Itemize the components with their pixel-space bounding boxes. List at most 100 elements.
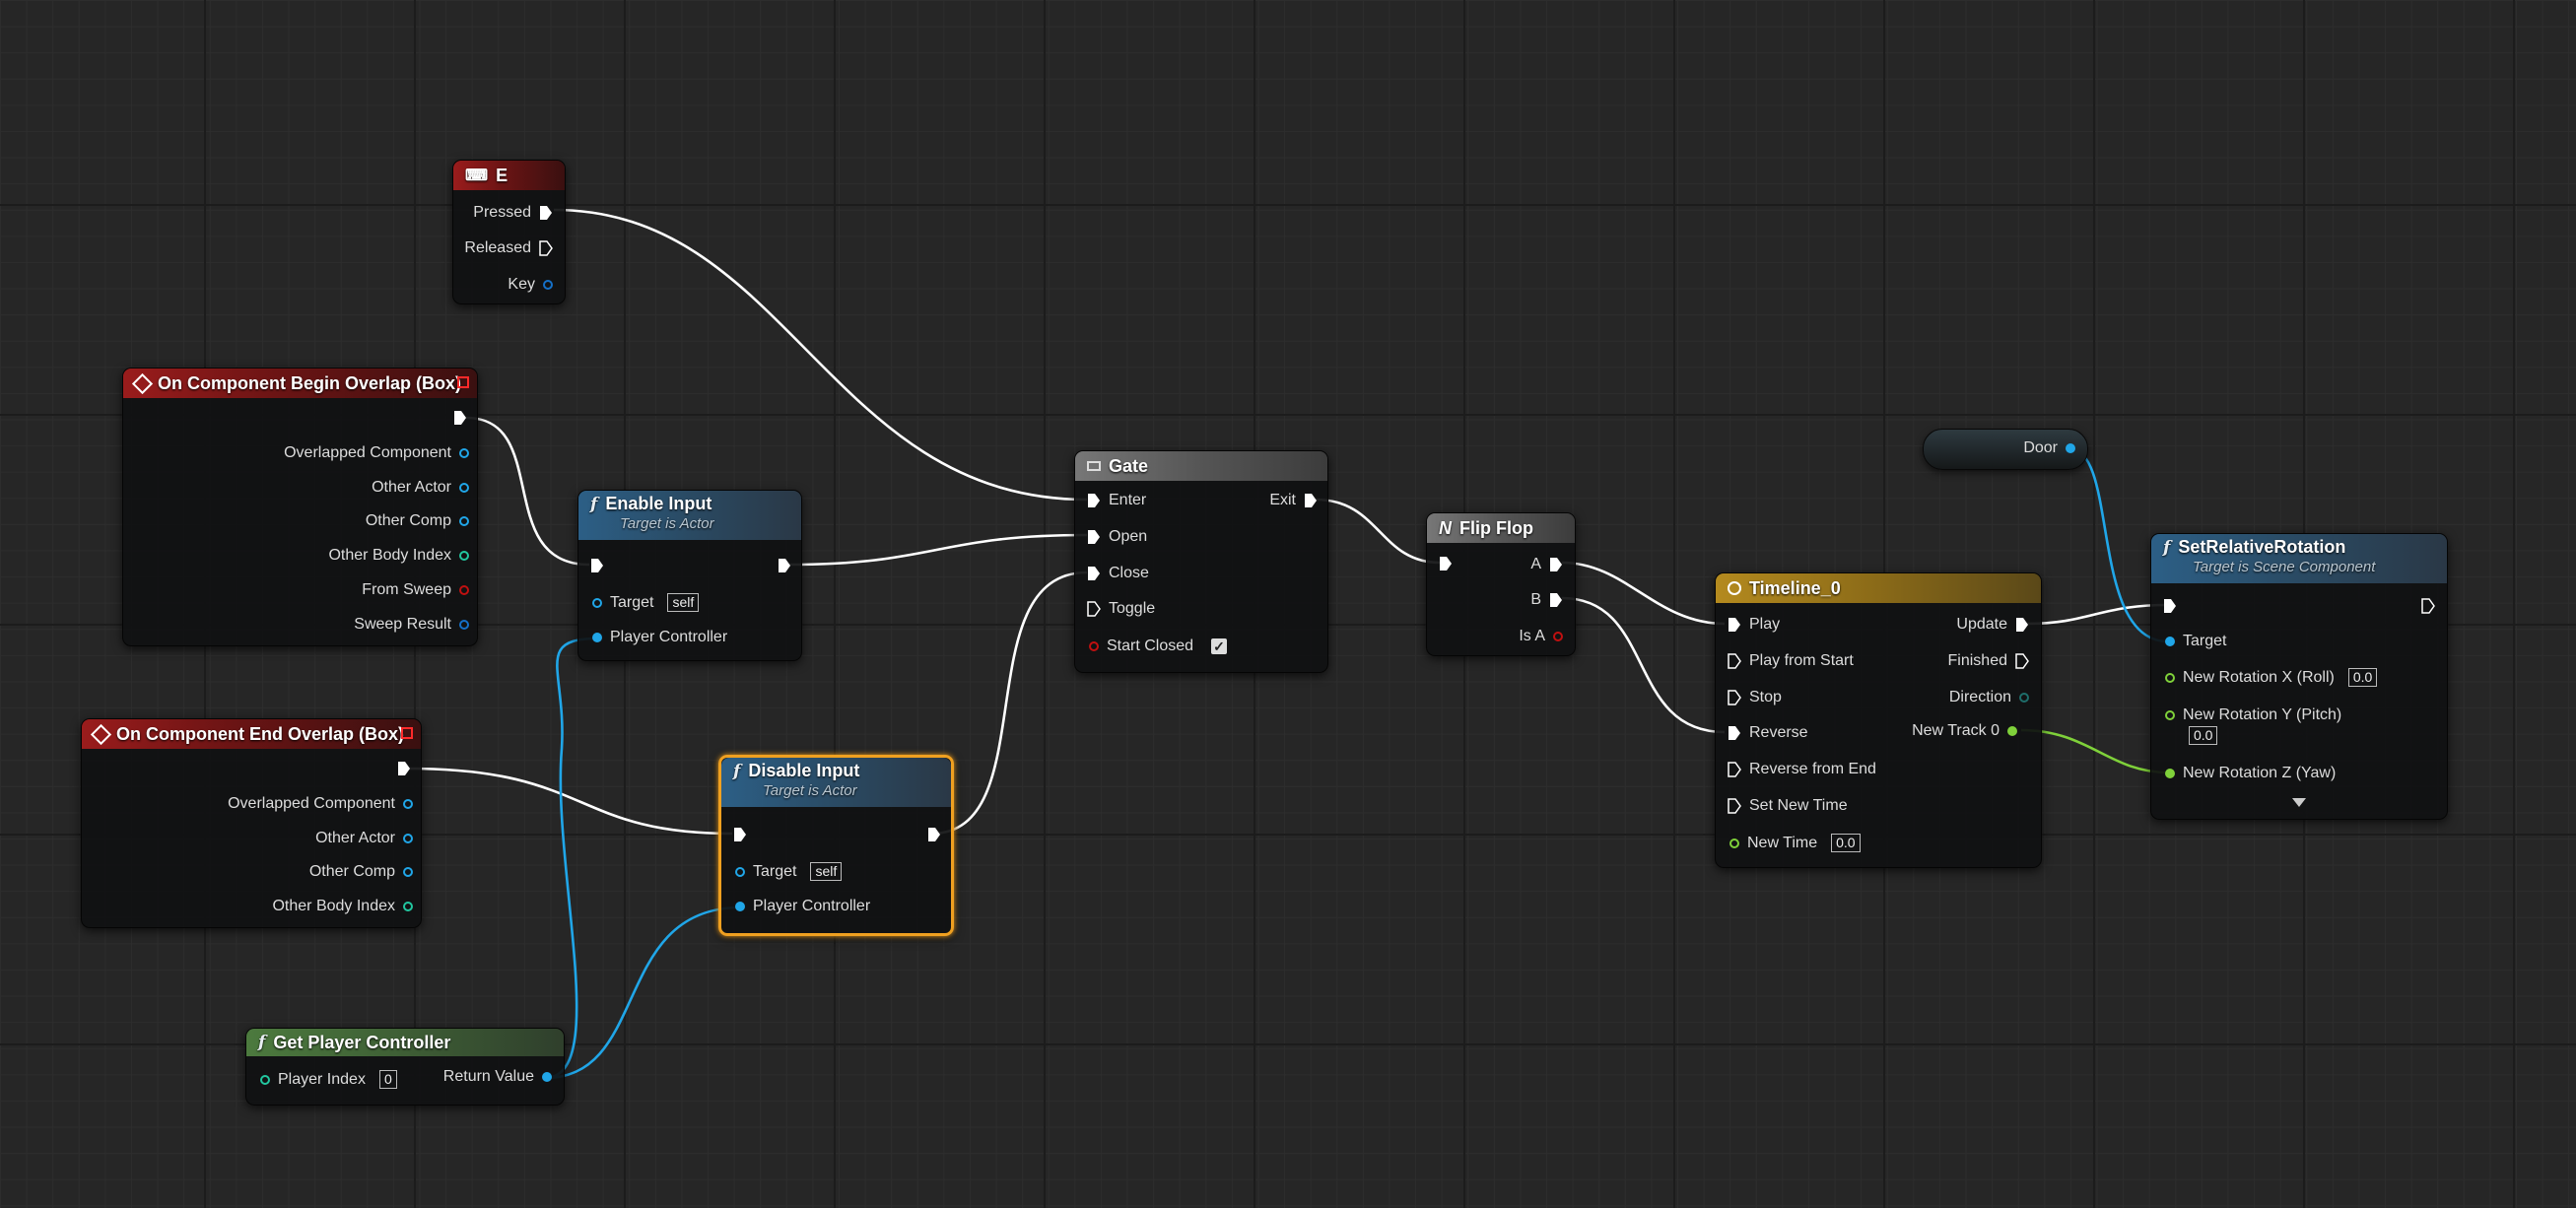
- exit-pin[interactable]: Exit: [1261, 492, 1318, 509]
- delegate-pin-icon[interactable]: [457, 376, 469, 388]
- pitch-value[interactable]: 0.0: [2189, 726, 2218, 745]
- other-body-index-pin[interactable]: Other Body Index: [264, 898, 413, 915]
- other-comp-pin[interactable]: Other Comp: [302, 863, 413, 881]
- exec-pin-icon: [1087, 566, 1101, 581]
- exec-out-pin[interactable]: [397, 761, 411, 776]
- overlapped-component-pin[interactable]: Overlapped Component: [276, 444, 469, 462]
- play-pin[interactable]: Play: [1728, 616, 1788, 634]
- start-closed-checkbox[interactable]: ✓: [1211, 638, 1228, 654]
- gate-header[interactable]: Gate: [1075, 451, 1327, 481]
- update-pin[interactable]: Update: [1948, 616, 2029, 634]
- released-pin[interactable]: Released: [456, 239, 553, 257]
- exec-pin-icon: [539, 240, 553, 256]
- other-comp-pin[interactable]: Other Comp: [358, 512, 469, 530]
- b-pin[interactable]: B: [1523, 591, 1563, 609]
- exec-pin-icon: [1728, 798, 1741, 814]
- target-pin[interactable]: Target: [2165, 633, 2234, 650]
- node-title: Flip Flop: [1459, 517, 1533, 538]
- target-value[interactable]: self: [667, 593, 700, 612]
- float-pin-icon: [2165, 710, 2175, 720]
- exec-out-pin[interactable]: [2421, 598, 2435, 614]
- key-pin[interactable]: Key: [500, 276, 553, 294]
- overlapped-component-pin[interactable]: Overlapped Component: [220, 795, 413, 813]
- exec-in-pin[interactable]: [733, 827, 747, 842]
- pin-label: B: [1530, 591, 1541, 608]
- float-pin-icon: [2165, 672, 2175, 683]
- other-actor-pin[interactable]: Other Actor: [364, 479, 469, 497]
- pin-label: Start Closed: [1107, 638, 1194, 654]
- other-actor-pin[interactable]: Other Actor: [307, 830, 413, 847]
- direction-pin[interactable]: Direction: [1941, 689, 2029, 706]
- new-time-value[interactable]: 0.0: [1831, 834, 1861, 852]
- roll-pin[interactable]: New Rotation X (Roll)0.0: [2165, 668, 2378, 687]
- new-track-pin[interactable]: New Track 0: [1904, 722, 2017, 740]
- player-controller-pin[interactable]: Player Controller: [735, 898, 878, 915]
- reverse-from-end-pin[interactable]: Reverse from End: [1728, 761, 1884, 778]
- target-value[interactable]: self: [810, 862, 843, 881]
- delegate-pin-icon[interactable]: [401, 727, 413, 739]
- exec-out-pin[interactable]: [453, 410, 467, 426]
- pin-label: Stop: [1749, 689, 1782, 705]
- pressed-pin[interactable]: Pressed: [465, 204, 553, 222]
- finished-pin[interactable]: Finished: [1940, 652, 2029, 670]
- set-new-time-pin[interactable]: Set New Time: [1728, 797, 1856, 815]
- object-pin-icon: [403, 834, 413, 843]
- play-from-start-pin[interactable]: Play from Start: [1728, 652, 1862, 670]
- int-pin-icon: [459, 551, 469, 561]
- begin-overlap-node[interactable]: On Component Begin Overlap (Box) Overlap…: [122, 368, 478, 646]
- enter-pin[interactable]: Enter: [1087, 492, 1154, 509]
- pin-label: Close: [1109, 565, 1149, 581]
- event-diamond-icon: [131, 372, 154, 394]
- from-sweep-pin[interactable]: From Sweep: [354, 581, 469, 599]
- a-pin[interactable]: A: [1523, 556, 1563, 573]
- begin-overlap-header[interactable]: On Component Begin Overlap (Box): [123, 369, 477, 398]
- door-variable-node[interactable]: Door: [1923, 429, 2088, 470]
- player-index-value[interactable]: 0: [378, 1070, 397, 1089]
- toggle-pin[interactable]: Toggle: [1087, 600, 1163, 618]
- key-e-node[interactable]: ⌨E Pressed Released Key: [452, 160, 566, 304]
- timeline-header[interactable]: Timeline_0: [1716, 573, 2041, 603]
- exec-out-pin[interactable]: [778, 558, 791, 573]
- end-overlap-header[interactable]: On Component End Overlap (Box): [82, 719, 421, 749]
- timeline-node[interactable]: Timeline_0 Play Play from Start Stop Rev…: [1715, 572, 2042, 868]
- return-value-pin[interactable]: Return Value: [436, 1068, 552, 1086]
- reverse-pin[interactable]: Reverse: [1728, 724, 1816, 742]
- pitch-pin[interactable]: New Rotation Y (Pitch) 0.0: [2165, 706, 2349, 745]
- other-body-index-pin[interactable]: Other Body Index: [320, 547, 469, 565]
- stop-pin[interactable]: Stop: [1728, 689, 1790, 706]
- exec-in-pin[interactable]: [2163, 598, 2177, 614]
- expand-arrow-icon[interactable]: [2292, 798, 2306, 807]
- close-pin[interactable]: Close: [1087, 565, 1157, 582]
- player-controller-pin[interactable]: Player Controller: [592, 629, 735, 646]
- exec-in-pin[interactable]: [590, 558, 604, 573]
- open-pin[interactable]: Open: [1087, 528, 1155, 546]
- wire-disable-to-close: [930, 570, 1088, 836]
- is-a-pin[interactable]: Is A: [1511, 628, 1563, 645]
- sweep-result-pin[interactable]: Sweep Result: [346, 616, 469, 634]
- start-closed-pin[interactable]: Start Closed ✓: [1089, 638, 1228, 655]
- exec-in-pin[interactable]: [1439, 556, 1453, 571]
- float-pin-icon: [2165, 769, 2175, 778]
- key-e-header[interactable]: ⌨E: [453, 161, 565, 190]
- door-output-pin[interactable]: Door: [2015, 439, 2075, 457]
- roll-value[interactable]: 0.0: [2347, 668, 2378, 687]
- gate-node[interactable]: Gate Enter Open Close Toggle Start Close…: [1074, 450, 1328, 673]
- end-overlap-node[interactable]: On Component End Overlap (Box) Overlappe…: [81, 718, 422, 928]
- function-icon: f: [590, 494, 598, 514]
- exec-out-pin[interactable]: [927, 827, 941, 842]
- yaw-pin[interactable]: New Rotation Z (Yaw): [2165, 765, 2343, 782]
